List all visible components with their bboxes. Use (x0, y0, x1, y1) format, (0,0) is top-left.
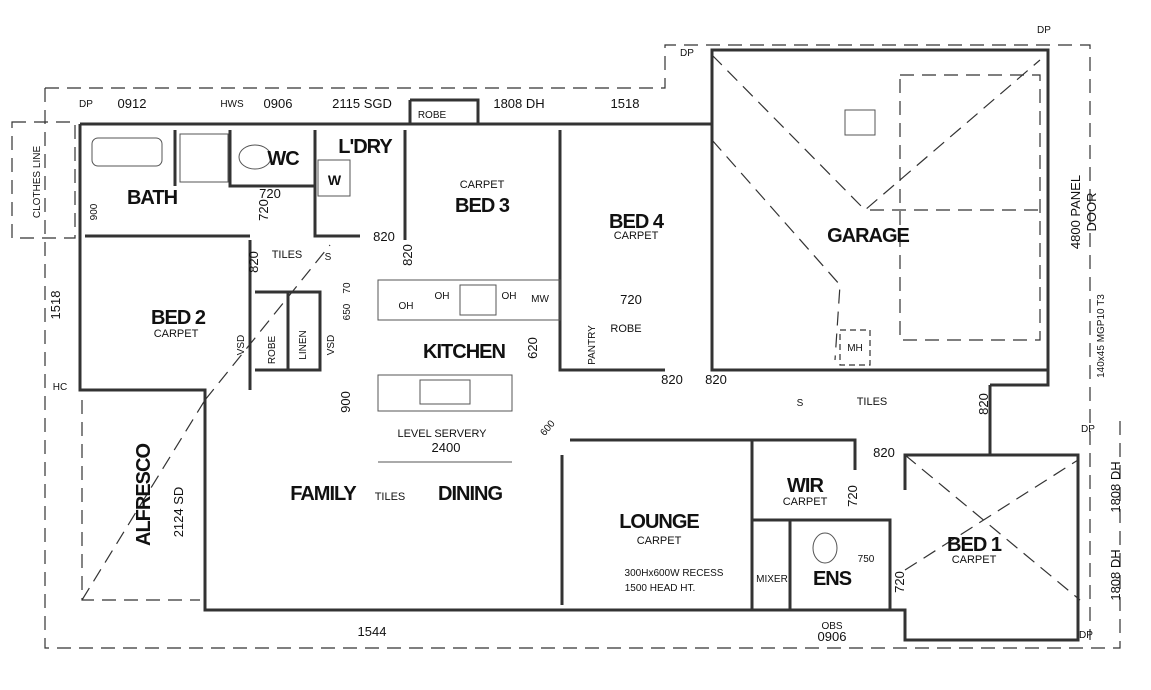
dp-label-3: DP (1037, 25, 1051, 36)
recess-note-1: 300Hx600W RECESS (625, 568, 724, 579)
washer-label: W (328, 172, 342, 188)
dim-0912: 0912 (118, 96, 147, 111)
family-floor: TILES (375, 491, 406, 503)
sink (419, 379, 471, 405)
dim-720-ens: 720 (892, 571, 907, 593)
dim-2400: 2400 (432, 440, 461, 455)
dim-820-bed1: 820 (873, 445, 895, 460)
dp-label-1: DP (79, 99, 93, 110)
dim-820-bed2: 820 (246, 251, 261, 273)
dim-820-ldry: 820 (373, 229, 395, 244)
lounge-floor: CARPET (637, 535, 682, 547)
dp-label-2: DP (680, 48, 694, 59)
mw-label: MW (531, 294, 549, 305)
vsd-right-label: VSD (326, 335, 337, 356)
room-wc: WC (267, 148, 299, 170)
bed1-floor: CARPET (952, 554, 997, 566)
dim-750: 750 (858, 554, 875, 565)
dim-0906-ens: 0906 (818, 629, 847, 644)
mh-label: MH (847, 343, 863, 354)
room-laundry: L'DRY (338, 136, 393, 158)
dim-1808dh-1: 1808 DH (1108, 461, 1123, 512)
room-bath: BATH (127, 187, 178, 209)
oh-label-1: OH (399, 301, 414, 312)
room-ens: ENS (813, 568, 852, 590)
linen-label: LINEN (298, 330, 309, 359)
dim-2124sd: 2124 SD (171, 487, 186, 538)
dim-1518-top: 1518 (611, 96, 640, 111)
dim-820-garage-side: 820 (976, 393, 991, 415)
ens-toilet (812, 532, 838, 564)
smoke-alarm-2: S (797, 398, 804, 409)
dp-label-5: DP (1079, 630, 1093, 641)
robe-bed2-label: ROBE (267, 336, 278, 365)
dim-1544: 1544 (358, 624, 387, 639)
robe-top-label: ROBE (418, 110, 447, 121)
room-kitchen: KITCHEN (423, 341, 505, 363)
dim-0906: 0906 (264, 96, 293, 111)
room-bed1: BED 1 (947, 534, 1002, 556)
bed4-floor: CARPET (614, 230, 659, 242)
dim-70: 70 (342, 282, 353, 294)
toilet (238, 144, 272, 170)
dim-720-bath: 720 (256, 199, 271, 221)
dim-650: 650 (342, 303, 353, 320)
dim-1808dh-top: 1808 DH (493, 96, 544, 111)
clothes-line-label: CLOTHES LINE (32, 146, 43, 219)
room-wir: WIR (787, 475, 824, 497)
room-lounge: LOUNGE (619, 511, 699, 533)
servery-label: LEVEL SERVERY (397, 428, 487, 440)
dim-820-bed4: 820 (661, 372, 683, 387)
dim-720-wir: 720 (845, 485, 860, 507)
room-garage: GARAGE (827, 225, 909, 247)
robe-bed4-label: ROBE (610, 323, 641, 335)
hall-floor: TILES (272, 249, 303, 261)
recess-note-2: 1500 HEAD HT. (625, 583, 696, 594)
dim-900-servery: 900 (338, 391, 353, 413)
pantry-label: PANTRY (587, 325, 598, 365)
cooktop (459, 284, 497, 316)
beam-label: 140x45 MGP10 T3 (1096, 294, 1107, 378)
dim-1808dh-2: 1808 DH (1108, 549, 1123, 600)
room-dining: DINING (438, 483, 502, 505)
oh-label-2: OH (435, 291, 450, 302)
entry-floor: TILES (857, 396, 888, 408)
vsd-left-label: VSD (236, 335, 247, 356)
walls (78, 48, 1080, 642)
bathtub (91, 137, 163, 167)
dim-900-bath: 900 (89, 203, 100, 220)
dim-620: 620 (525, 337, 540, 359)
room-bed4: BED 4 (609, 211, 665, 233)
manhole (839, 329, 871, 366)
manhole-garage (844, 109, 876, 136)
garage-door-1: 4800 PANEL (1068, 175, 1083, 249)
room-alfresco: ALFRESCO (133, 444, 155, 546)
shower (179, 133, 229, 183)
dim-820-garage: 820 (705, 372, 727, 387)
wir-floor: CARPET (783, 496, 828, 508)
room-bed3: BED 3 (455, 195, 510, 217)
room-bed2: BED 2 (151, 307, 206, 329)
hws-label: HWS (220, 99, 244, 110)
hc-label: HC (53, 382, 67, 393)
dim-2115sgd: 2115 SGD (332, 96, 392, 111)
room-family: FAMILY (290, 483, 357, 505)
dim-600: 600 (539, 418, 558, 438)
obs-label: OBS (821, 621, 842, 632)
servery-bench (377, 374, 513, 412)
dim-820-bed3: 820 (400, 244, 415, 266)
bed3-floor: CARPET (460, 179, 505, 191)
dim-720-wc: 720 (259, 186, 281, 201)
bed2-floor: CARPET (154, 328, 199, 340)
roof-lines (81, 54, 1081, 601)
dim-1518-left: 1518 (48, 291, 63, 320)
washer (317, 159, 351, 197)
kitchen-bench (377, 279, 561, 463)
mixer-label: MIXER (756, 574, 788, 585)
dim-720-robe: 720 (620, 292, 642, 307)
garage-door-2: DOOR (1084, 193, 1099, 232)
dp-label-4: DP (1081, 424, 1095, 435)
oh-label-3: OH (502, 291, 517, 302)
smoke-alarm-1: S (325, 252, 332, 263)
